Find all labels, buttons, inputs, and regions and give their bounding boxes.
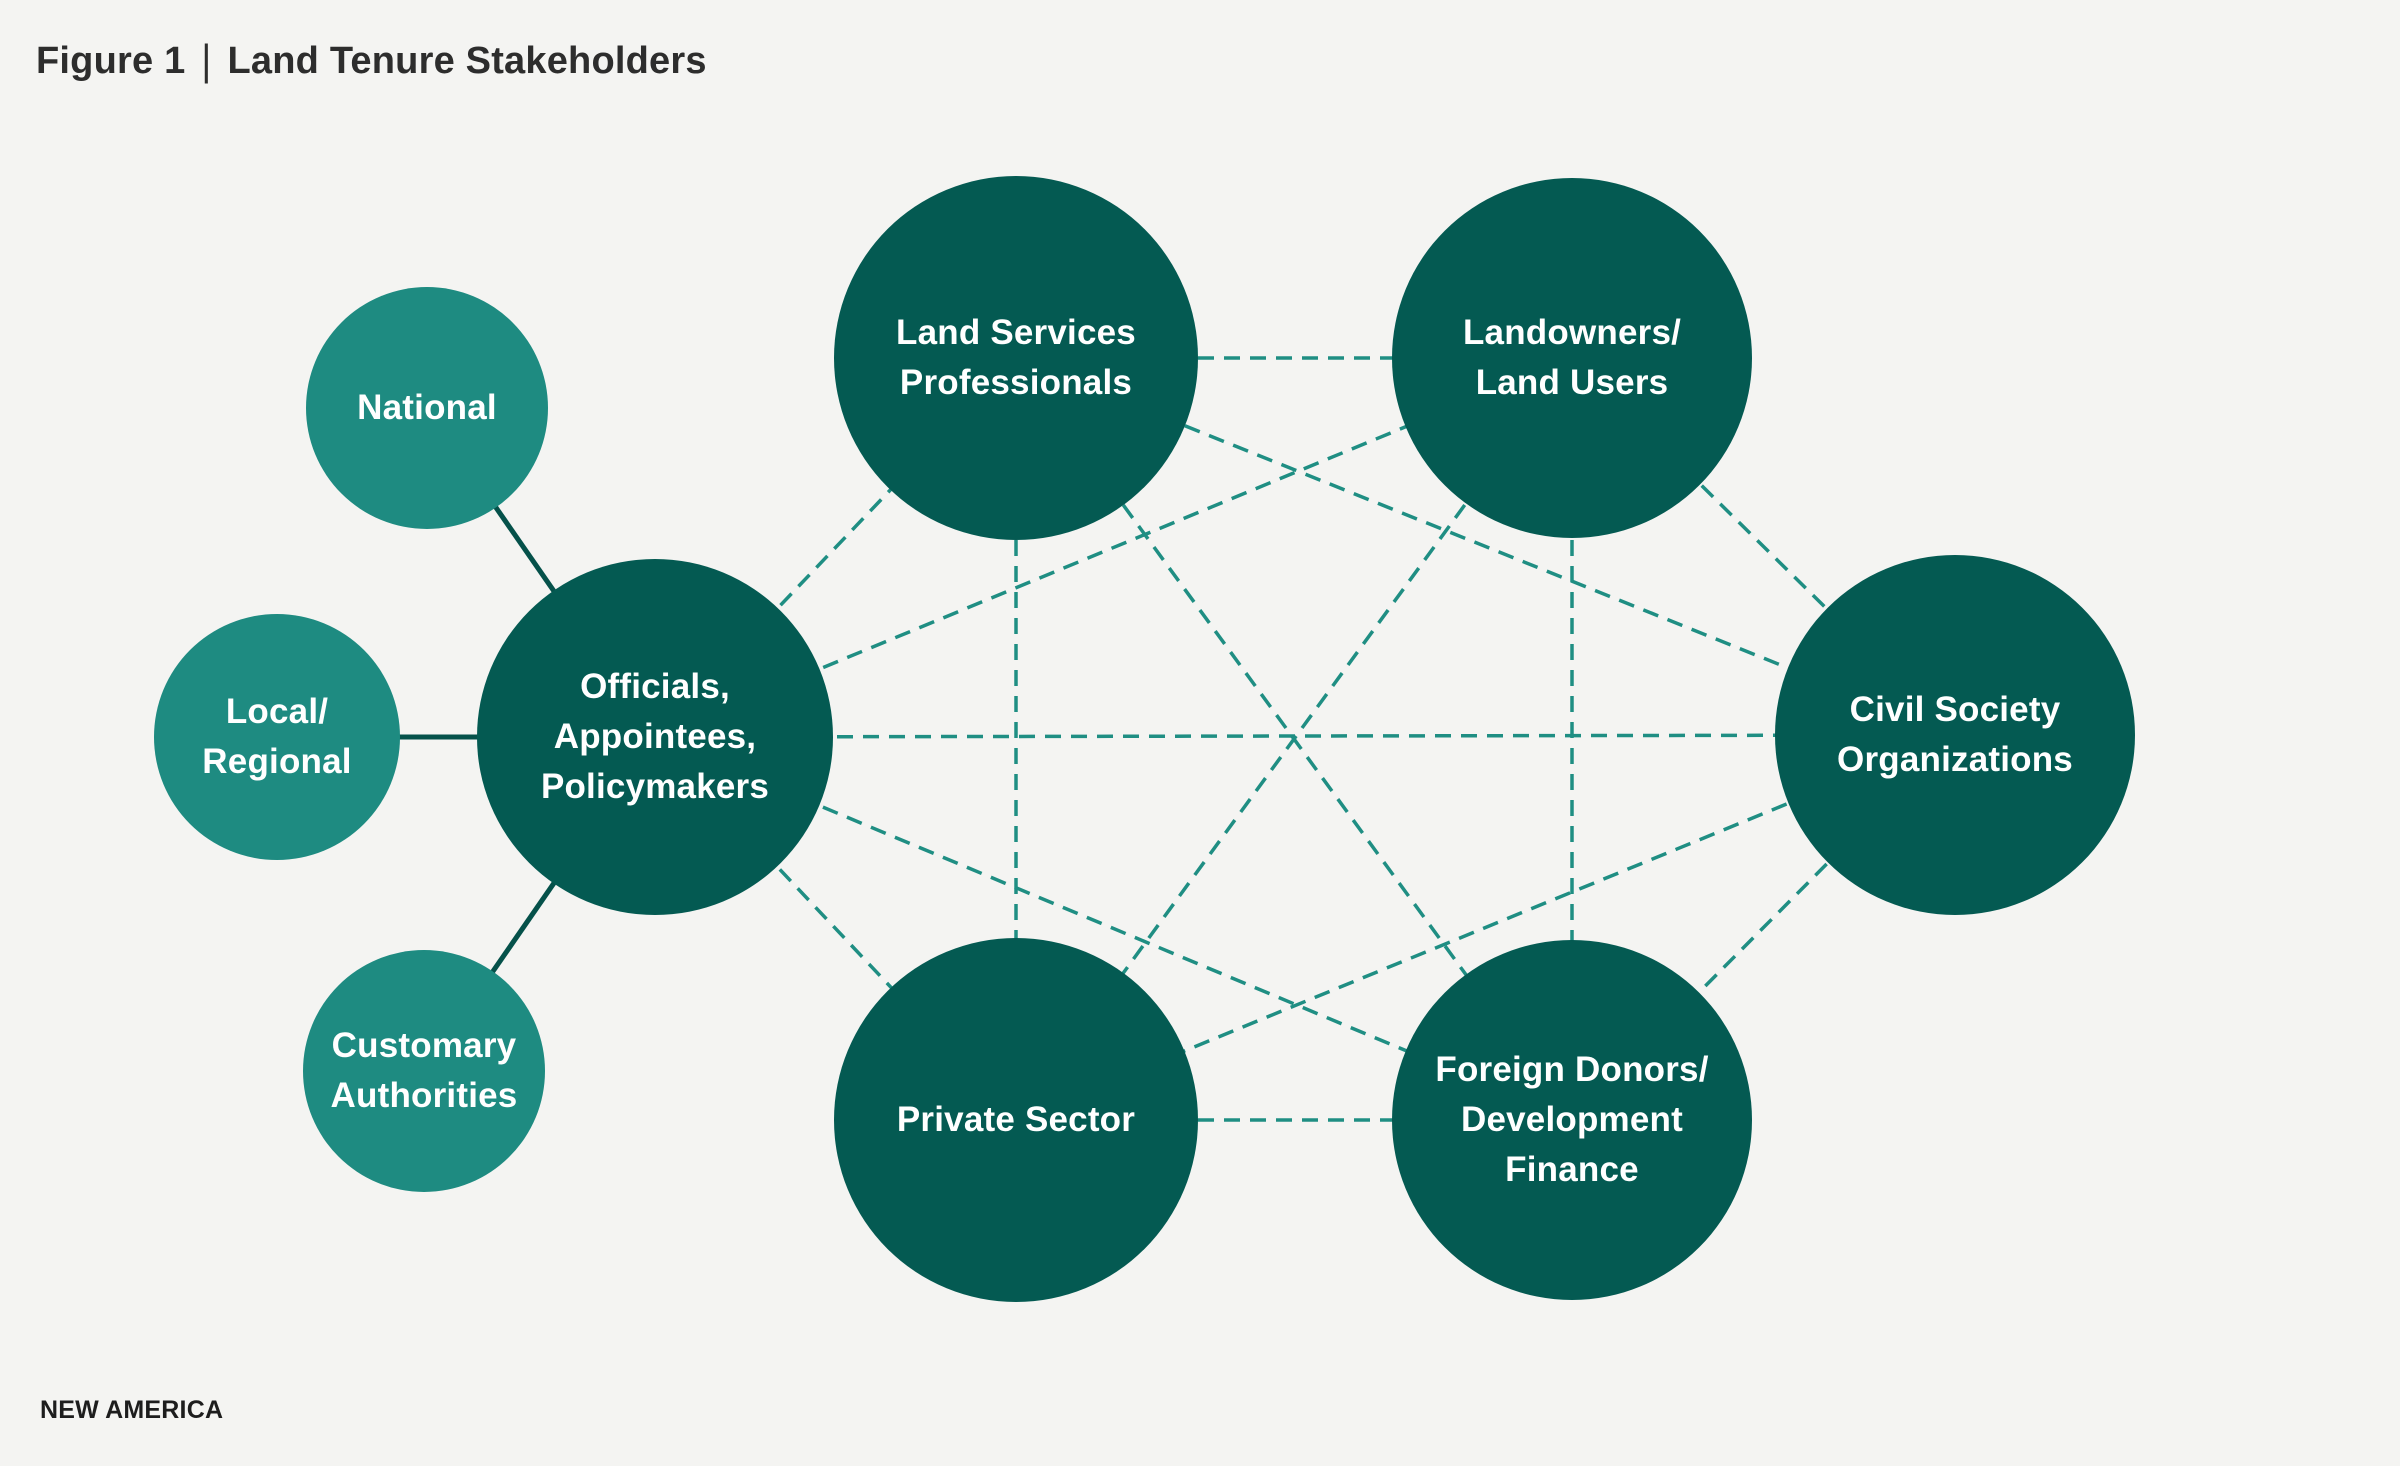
brand-logo: NEW AMERICA	[40, 1396, 224, 1424]
node-land-services: Land Services Professionals	[834, 176, 1198, 540]
figure-title: Figure 1 | Land Tenure Stakeholders	[36, 37, 707, 85]
node-civil-society: Civil Society Organizations	[1775, 555, 2135, 915]
node-civil-society-label: Civil Society Organizations	[1837, 690, 2073, 779]
node-private-sector: Private Sector	[834, 938, 1198, 1302]
edge-officials-civilsociety	[654, 733, 1956, 739]
node-local-regional: Local/ Regional	[154, 614, 400, 860]
node-national: National	[306, 287, 548, 529]
node-foreign-donors: Foreign Donors/ Development Finance	[1392, 940, 1752, 1300]
figure-number: Figure 1	[36, 40, 186, 82]
node-local-regional-label: Local/ Regional	[202, 692, 352, 781]
title-separator: |	[201, 37, 212, 85]
node-foreign-donors-label: Foreign Donors/ Development Finance	[1435, 1050, 1709, 1189]
node-landowners-label: Landowners/ Land Users	[1462, 313, 1682, 402]
node-officials-label: Officials, Appointees, Policymakers	[540, 667, 770, 806]
node-officials: Officials, Appointees, Policymakers	[477, 559, 833, 915]
node-national-label: National	[357, 388, 497, 427]
node-landowners: Landowners/ Land Users	[1392, 178, 1752, 538]
node-land-services-label: Land Services Professionals	[896, 313, 1136, 402]
node-customary-authorities: Customary Authorities	[303, 950, 545, 1192]
node-customary-authorities-label: Customary Authorities	[330, 1026, 518, 1115]
page-title: Land Tenure Stakeholders	[227, 40, 707, 82]
node-private-sector-label: Private Sector	[896, 1100, 1136, 1139]
